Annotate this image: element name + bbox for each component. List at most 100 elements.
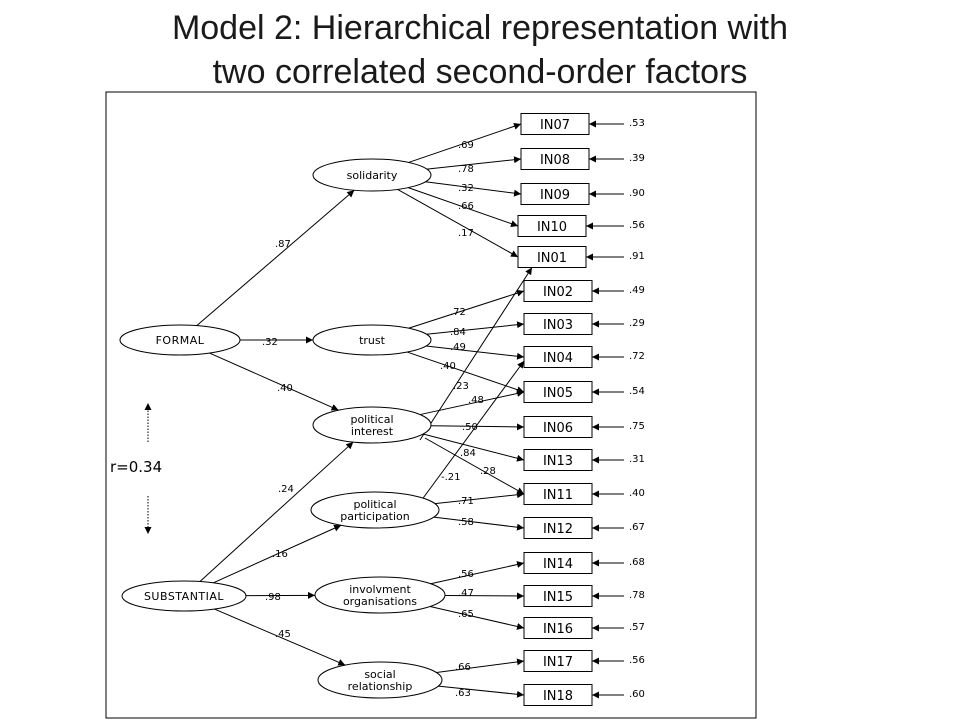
error-variance-IN06: .75	[629, 421, 645, 432]
factor-label-polpart: political	[353, 498, 396, 511]
loading-coef-trust-IN04: .49	[450, 342, 466, 353]
error-variance-IN07: .53	[629, 118, 645, 129]
loading-path-trust-IN03	[426, 321, 525, 335]
second-order-coef-substantial-polpart: .16	[272, 549, 288, 560]
loading-coef-solidarity-IN01: .17	[458, 228, 474, 239]
loading-coef-solidarity-IN09: .32	[458, 183, 474, 194]
indicator-box-IN17	[523, 650, 593, 672]
loading-path-polpart-IN04	[417, 360, 525, 506]
loading-path-invorg-IN14	[430, 561, 525, 585]
loading-coef-invorg-IN16: .65	[458, 609, 474, 620]
error-variance-IN12: .67	[629, 522, 645, 533]
loading-path-invorg-IN15	[444, 592, 525, 600]
error-variance-IN11: .40	[629, 488, 645, 499]
indicator-box-IN12	[523, 517, 593, 539]
factor-ellipse-social	[317, 661, 443, 699]
node-layer: solidaritytrustpoliticalinterestpolitica…	[119, 113, 593, 706]
indicator-box-IN01	[517, 246, 587, 268]
loading-path-solidarity-IN09	[425, 181, 522, 197]
indicator-box-IN03	[523, 313, 593, 335]
slide-title: Model 2: Hierarchical representation wit…	[0, 6, 960, 94]
loading-path-polpart-IN11	[434, 491, 525, 505]
error-variance-IN05: .54	[629, 386, 645, 397]
loading-path-trust-IN05	[407, 351, 525, 394]
indicator-box-IN02	[523, 280, 593, 302]
indicator-box-IN13	[523, 449, 593, 471]
indicator-box-IN06	[523, 416, 593, 438]
loading-coef-polint-IN05: .48	[468, 395, 484, 406]
indicator-label-IN08: IN08	[540, 153, 570, 168]
loading-coef-social-IN17: .66	[455, 662, 471, 673]
error-variance-IN01: .91	[629, 251, 645, 262]
second-order-ellipse-formal	[119, 324, 241, 356]
error-variance-IN04: .72	[629, 351, 645, 362]
diagram-frame	[105, 91, 757, 719]
indicator-label-IN05: IN05	[543, 386, 573, 401]
second-order-path-substantial-polint	[199, 441, 354, 582]
indicator-box-IN18	[523, 684, 593, 706]
loading-coef-trust-IN05: .40	[440, 361, 456, 372]
error-variance-IN16: .57	[629, 622, 645, 633]
indicator-label-IN18: IN18	[543, 689, 573, 704]
loading-path-solidarity-IN07	[408, 122, 522, 163]
indicator-label-IN17: IN17	[543, 655, 573, 670]
loading-path-polint-IN13	[422, 433, 525, 462]
factor-label-invorg: organisations	[343, 595, 417, 608]
indicator-label-IN09: IN09	[540, 188, 570, 203]
loading-path-solidarity-IN10	[408, 187, 519, 227]
indicator-label-IN07: IN07	[540, 118, 570, 133]
second-order-path-formal-polint	[209, 352, 339, 411]
loading-coef-trust-IN02: .72	[450, 307, 466, 318]
factor-label-social: social	[364, 668, 395, 681]
factor-ellipse-trust	[312, 324, 432, 356]
indicator-label-IN16: IN16	[543, 622, 573, 637]
factor-label-polint: political	[350, 413, 393, 426]
loading-coef-trust-IN03: .84	[450, 327, 466, 338]
loading-path-trust-IN04	[425, 345, 525, 360]
factor-label-solidarity: solidarity	[347, 169, 398, 182]
error-variance-IN15: .78	[629, 590, 645, 601]
indicator-box-IN09	[520, 183, 590, 205]
indicator-box-IN11	[523, 483, 593, 505]
second-order-path-substantial-polpart	[213, 524, 342, 584]
loading-path-polpart-IN12	[433, 516, 525, 531]
loading-coef-polint-IN06: .50	[462, 422, 478, 433]
indicator-label-IN13: IN13	[543, 454, 573, 469]
factor-ellipse-polpart	[310, 491, 440, 529]
factor-ellipse-solidarity	[312, 158, 432, 192]
indicator-label-IN12: IN12	[543, 522, 573, 537]
correlation-label: r=0.34	[110, 458, 162, 476]
indicator-label-IN01: IN01	[537, 251, 567, 266]
loading-path-trust-IN02	[408, 289, 525, 329]
loading-coef-solidarity-IN08: .78	[458, 164, 474, 175]
loading-path-polint-IN06	[430, 423, 525, 431]
indicator-box-IN16	[523, 617, 593, 639]
indicator-box-IN04	[523, 346, 593, 368]
loading-path-polint-IN05	[419, 390, 525, 416]
loading-coef-polint-IN01: .23	[453, 381, 469, 392]
second-order-coef-substantial-invorg: .98	[265, 592, 281, 603]
error-variance-IN17: .56	[629, 655, 645, 666]
second-order-label-substantial: SUBSTANTIAL	[144, 590, 224, 603]
label-layer: .87.32.40.24.16.98.45.69.78.32.66.17.72.…	[262, 118, 645, 704]
second-order-coef-formal-trust: .32	[262, 337, 278, 348]
loading-coef-polint-IN13: .84	[460, 448, 476, 459]
indicator-label-IN03: IN03	[543, 318, 573, 333]
second-order-label-formal: FORMAL	[156, 334, 205, 347]
indicator-box-IN07	[520, 113, 590, 135]
loading-path-polint-IN01	[419, 267, 533, 441]
second-order-coef-substantial-social: .45	[275, 629, 291, 640]
error-variance-IN03: .29	[629, 318, 645, 329]
indicator-label-IN06: IN06	[543, 421, 573, 436]
factor-ellipse-invorg	[314, 576, 446, 614]
loading-path-social-IN17	[436, 658, 525, 674]
loading-coef-polpart-IN12: .58	[458, 517, 474, 528]
path-layer	[196, 120, 624, 699]
indicator-box-IN05	[523, 381, 593, 403]
indicator-box-IN08	[520, 148, 590, 170]
indicator-label-IN04: IN04	[543, 351, 573, 366]
error-variance-IN08: .39	[629, 153, 645, 164]
loading-coef-invorg-IN15: .47	[458, 588, 474, 599]
loading-coef-polpart-IN04: -.21	[441, 472, 461, 483]
